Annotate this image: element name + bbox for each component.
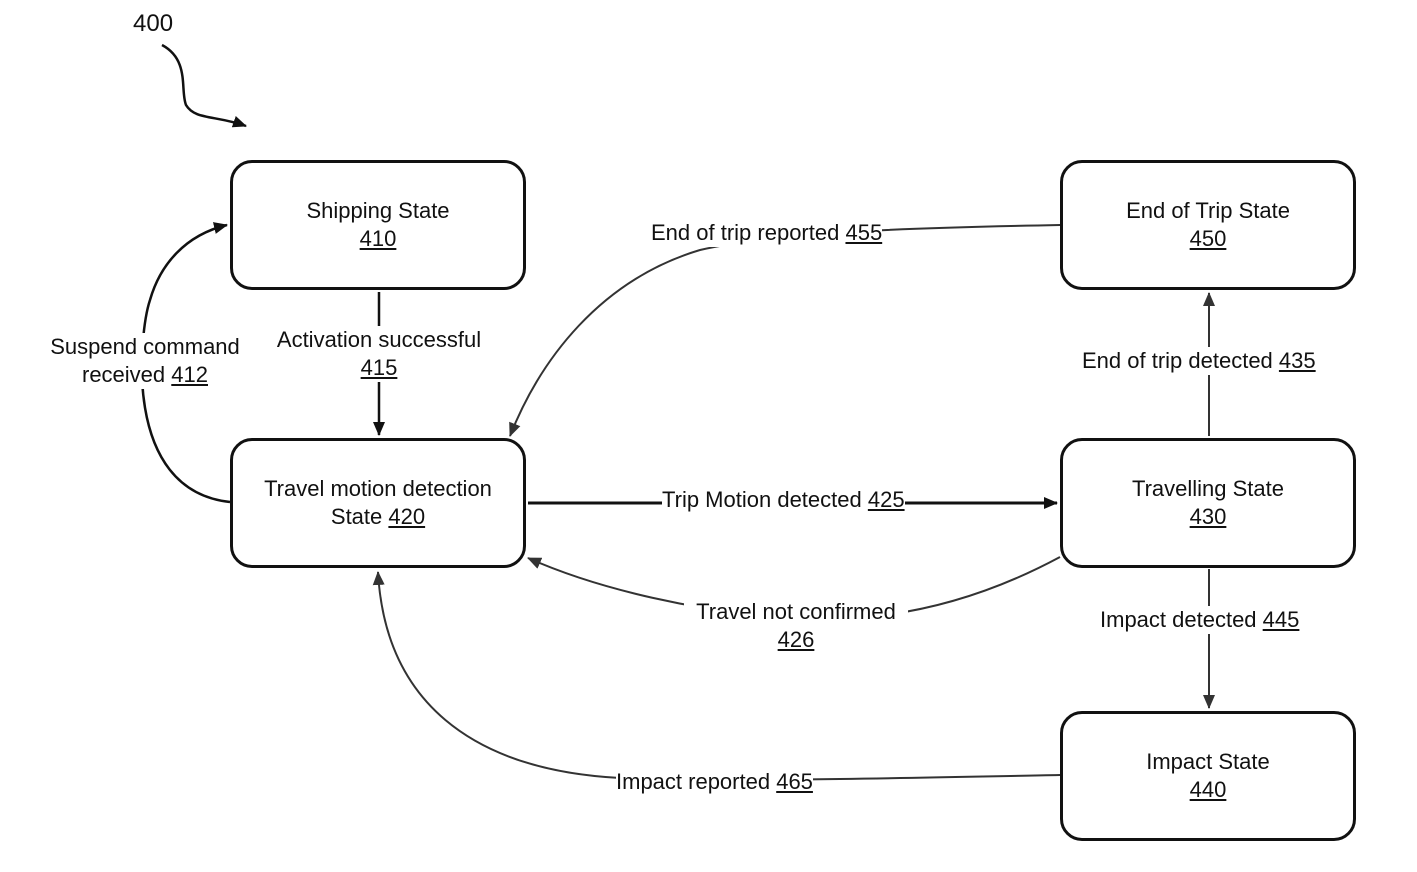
label-suspend-command: Suspend command received 412 <box>38 333 252 389</box>
label-end-of-trip-detected-number: 435 <box>1279 348 1316 373</box>
state-travelling: Travelling State 430 <box>1060 438 1356 568</box>
figure-number: 400 <box>133 10 173 38</box>
label-trip-motion-number: 425 <box>868 487 905 512</box>
label-activation-number: 415 <box>264 354 494 382</box>
state-end-of-trip-name: End of Trip State <box>1126 197 1290 225</box>
label-trip-motion-detected: Trip Motion detected 425 <box>662 486 905 514</box>
label-suspend-line1: Suspend command <box>38 333 252 361</box>
state-travelling-name: Travelling State <box>1132 475 1284 503</box>
state-travelling-number: 430 <box>1190 503 1227 531</box>
label-end-of-trip-reported: End of trip reported 455 <box>651 219 882 247</box>
state-end-of-trip: End of Trip State 450 <box>1060 160 1356 290</box>
state-impact-name: Impact State <box>1146 748 1270 776</box>
state-travel-motion-name: Travel motion detection <box>264 475 492 503</box>
label-end-of-trip-detected-text: End of trip detected <box>1082 348 1273 373</box>
label-travel-not-confirmed-text: Travel not confirmed <box>684 598 908 626</box>
label-end-of-trip-reported-number: 455 <box>845 220 882 245</box>
state-shipping: Shipping State 410 <box>230 160 526 290</box>
state-travel-motion-name-2: State <box>331 504 382 529</box>
label-suspend-number: 412 <box>171 362 208 387</box>
state-impact: Impact State 440 <box>1060 711 1356 841</box>
label-end-of-trip-reported-text: End of trip reported <box>651 220 839 245</box>
state-shipping-number: 410 <box>360 225 397 253</box>
label-end-of-trip-detected: End of trip detected 435 <box>1082 347 1316 375</box>
state-impact-number: 440 <box>1190 776 1227 804</box>
label-travel-not-confirmed-number: 426 <box>684 626 908 654</box>
state-end-of-trip-number: 450 <box>1190 225 1227 253</box>
label-impact-detected-text: Impact detected <box>1100 607 1257 632</box>
state-travel-motion-number: 420 <box>388 504 425 529</box>
label-impact-reported: Impact reported 465 <box>616 768 813 796</box>
label-impact-detected-number: 445 <box>1263 607 1300 632</box>
label-travel-not-confirmed: Travel not confirmed 426 <box>684 598 908 654</box>
label-impact-reported-number: 465 <box>776 769 813 794</box>
state-travel-motion-detection: Travel motion detection State 420 <box>230 438 526 568</box>
label-activation-successful: Activation successful 415 <box>264 326 494 382</box>
state-shipping-name: Shipping State <box>306 197 449 225</box>
label-impact-reported-text: Impact reported <box>616 769 770 794</box>
label-activation-text: Activation successful <box>264 326 494 354</box>
arrow-end-of-trip-reported <box>510 225 1060 436</box>
label-trip-motion-text: Trip Motion detected <box>662 487 862 512</box>
label-impact-detected: Impact detected 445 <box>1100 606 1299 634</box>
label-suspend-line2: received <box>82 362 165 387</box>
figure-pointer-arrow <box>162 45 246 126</box>
